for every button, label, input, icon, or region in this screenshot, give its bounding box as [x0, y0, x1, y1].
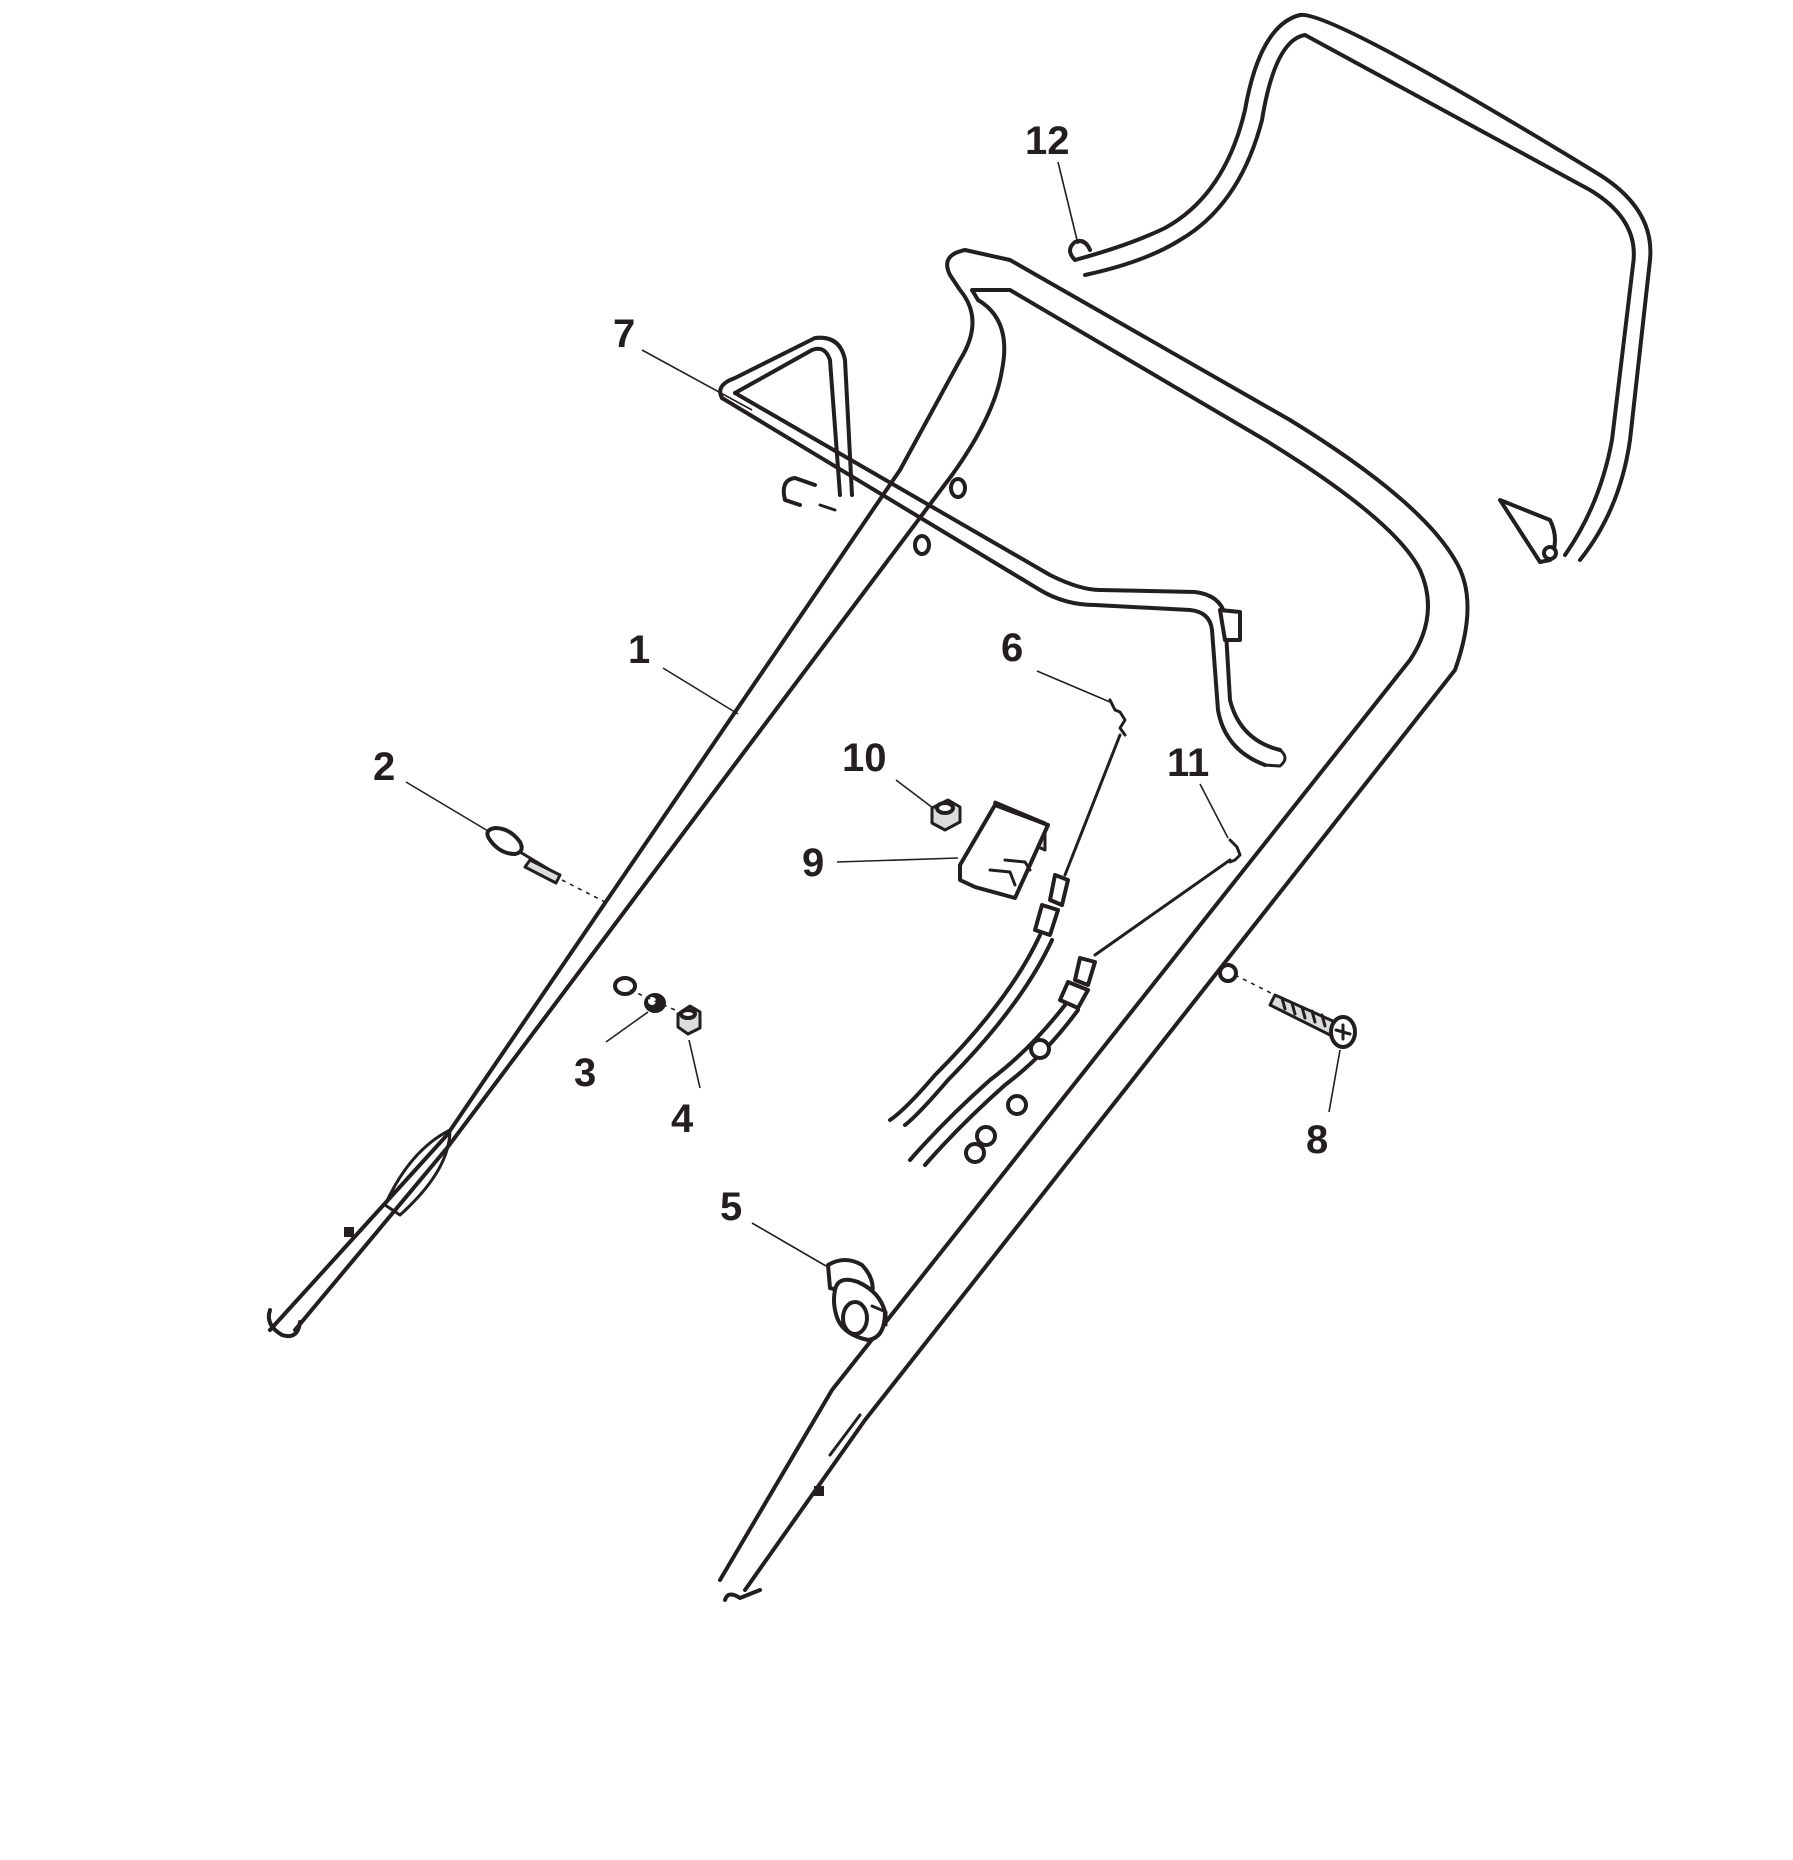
callout-10: 10: [842, 736, 887, 780]
callout-3: 3: [574, 1051, 596, 1095]
leader-6: [1036, 670, 1111, 703]
bail-bar-part: [1068, 12, 1653, 564]
leader-2: [405, 781, 489, 832]
cable-block-part: [958, 800, 1050, 900]
leader-3: [605, 1011, 649, 1043]
leader-4: [688, 1039, 701, 1089]
callout-12: 12: [1025, 119, 1070, 163]
washer-part: [644, 993, 666, 1013]
callout-9: 9: [802, 841, 824, 885]
callout-6: 6: [1001, 626, 1023, 670]
bolt-part: [1234, 974, 1357, 1049]
callout-11: 11: [1167, 741, 1209, 785]
callout-5: 5: [720, 1185, 742, 1229]
leader-7: [641, 349, 753, 411]
cable-clip-part: [826, 1258, 888, 1342]
leader-11: [1199, 783, 1229, 839]
cable-6-part: [888, 698, 1127, 1127]
callout-labels: 1 2 3 4 5 6 7 8 9 10 11 12: [373, 119, 1328, 1229]
leader-8: [1328, 1049, 1341, 1113]
leader-10: [895, 779, 934, 809]
callout-1: 1: [628, 628, 650, 672]
leader-5: [751, 1222, 827, 1267]
eye-bolt-part: [485, 826, 606, 903]
nut-part: [930, 798, 962, 832]
callout-7: 7: [613, 312, 635, 356]
callout-4: 4: [671, 1097, 694, 1141]
leader-lines: [405, 161, 1341, 1267]
leader-9: [836, 857, 959, 863]
leader-12: [1057, 161, 1079, 245]
cable-11-part: [908, 838, 1242, 1167]
handle-frame-part: [266, 248, 1470, 1602]
drive-lever-part: [718, 335, 1287, 768]
knob-part: [676, 1004, 702, 1036]
callout-2: 2: [373, 745, 395, 789]
leader-1: [662, 667, 739, 715]
callout-8: 8: [1306, 1118, 1328, 1162]
